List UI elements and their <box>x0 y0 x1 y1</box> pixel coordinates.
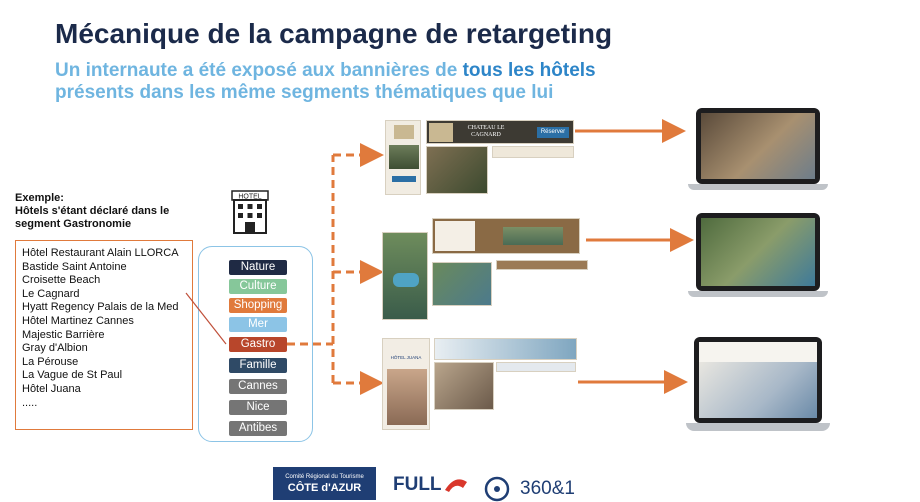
banner-row1-strip <box>492 146 574 158</box>
banner-row1-button: Réserver <box>537 127 569 138</box>
banner-row3-name: HÔTEL JUANA <box>390 355 422 360</box>
segment-shopping: Shopping <box>229 298 287 313</box>
laptop-1-screen <box>696 108 820 184</box>
segment-gastro: Gastro <box>229 337 287 352</box>
segment-nature: Nature <box>229 260 287 275</box>
banner-row1-leaderboard: CHATEAU LE CAGNARD Réserver <box>426 120 574 144</box>
banner-row3-skyscraper: HÔTEL JUANA <box>382 338 430 430</box>
segment-antibes: Antibes <box>229 421 287 436</box>
full-performance-logo: FULL <box>393 474 473 496</box>
hotel-list: Hôtel Restaurant Alain LLORCA Bastide Sa… <box>22 247 192 410</box>
banner-row3-strip <box>496 362 576 372</box>
hotel-item: Le Cagnard <box>22 287 80 300</box>
hotel-item: La Pérouse <box>22 355 79 368</box>
hotel-item: La Vague de St Paul <box>22 369 123 382</box>
laptop-3-screen <box>694 337 822 423</box>
banner-row1-skyscraper <box>385 120 421 195</box>
segment-culture: Culture <box>229 279 287 294</box>
hotel-item: Gray d'Albion <box>22 342 88 355</box>
logo1-line1: Comité Régional du Tourisme <box>285 474 364 480</box>
segment-nice: Nice <box>229 400 287 415</box>
banner-row3-rectangle <box>434 362 494 410</box>
hotel-building-icon: HOTEL <box>228 190 272 234</box>
crt-cote-azur-logo: Comité Régional du Tourisme CÔTE d'AZUR <box>273 467 376 500</box>
subtitle-highlight: tous les hôtels <box>462 60 596 81</box>
laptop-3 <box>686 337 830 431</box>
segment-cannes: Cannes <box>229 379 287 394</box>
logo3-text: 360&1 <box>520 478 575 499</box>
page-title: Mécanique de la campagne de retargeting <box>55 18 613 49</box>
banner-row2-leaderboard <box>432 218 580 254</box>
hotel-item: Hôtel Juana <box>22 382 81 395</box>
hotel-item: Bastide Saint Antoine <box>22 260 127 273</box>
laptop-2 <box>688 213 828 297</box>
example-line1: Exemple: <box>15 192 64 204</box>
laptop-1 <box>688 108 828 190</box>
hotel-item: Croisette Beach <box>22 274 101 287</box>
hotel-to-gastro-line <box>185 292 227 345</box>
hotel-icon-label: HOTEL <box>238 193 261 200</box>
hotel-item: Hôtel Restaurant Alain LLORCA <box>22 247 179 259</box>
segments-box: Nature Culture Shopping Mer Gastro Famil… <box>198 246 313 442</box>
hotel-item: Hyatt Regency Palais de la Med <box>22 301 179 314</box>
banner-row2-rectangle <box>432 262 492 306</box>
page-subtitle: Un internaute a été exposé aux bannières… <box>55 60 755 104</box>
subtitle-part2: présents dans les même segments thématiq… <box>55 82 554 103</box>
logo2-text: FULL <box>393 474 442 495</box>
360-and-1-logo: 360&1 <box>484 474 584 502</box>
banner-row1-name: CHATEAU LE CAGNARD <box>467 125 505 138</box>
example-line3: segment Gastronomie <box>15 218 132 230</box>
banner-row3-leaderboard <box>434 338 577 360</box>
banner-row2-skyscraper <box>382 232 428 320</box>
segment-famille: Famille <box>229 358 287 373</box>
example-line2: Hôtels s'étant déclaré dans le <box>15 205 170 217</box>
banner-row2-strip <box>496 260 588 270</box>
hotel-item: ..... <box>22 396 38 409</box>
segment-mer: Mer <box>229 317 287 332</box>
example-label: Exemple: Hôtels s'étant déclaré dans le … <box>15 192 195 231</box>
hotel-item: Majestic Barrière <box>22 328 105 341</box>
hotel-list-box: Hôtel Restaurant Alain LLORCA Bastide Sa… <box>15 240 193 430</box>
logo3-circle-icon <box>484 476 510 502</box>
hotel-item: Hôtel Martinez Cannes <box>22 314 134 327</box>
logo1-line2: CÔTE d'AZUR <box>287 482 362 494</box>
subtitle-part1: Un internaute a été exposé aux bannières… <box>55 60 463 81</box>
laptop-2-screen <box>696 213 820 291</box>
logo2-swoosh-icon <box>445 479 467 492</box>
banner-row1-rectangle <box>426 146 488 194</box>
